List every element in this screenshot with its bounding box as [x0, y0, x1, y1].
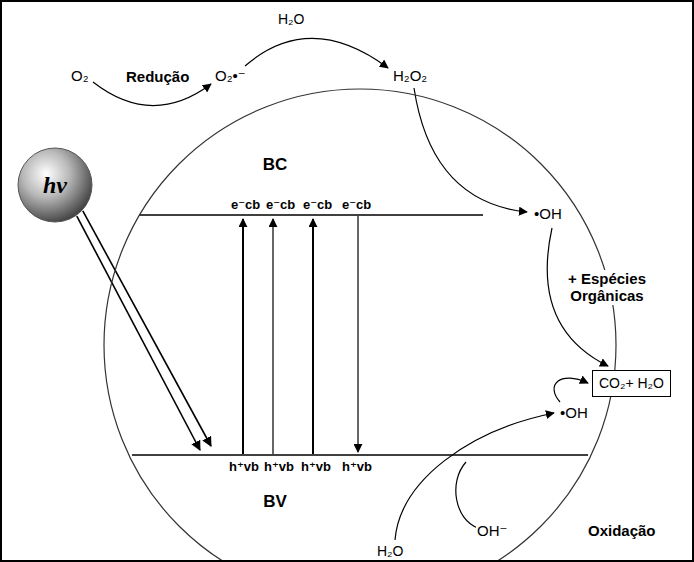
- recombination-arrow: [357, 216, 358, 452]
- band-label: BC: [263, 155, 288, 175]
- species-label: H₂O₂: [392, 67, 428, 84]
- light-arrow: [77, 216, 200, 450]
- product-label: CO₂+ H₂O: [599, 375, 664, 392]
- photon-label: hν: [43, 172, 67, 199]
- hole-label: h⁺vb: [300, 460, 332, 475]
- species-label: O₂: [70, 67, 90, 84]
- electron-label: e⁻cb: [230, 198, 261, 213]
- reactant-label: + Espécies Orgânicas: [558, 270, 656, 305]
- electron-label: e⁻cb: [265, 198, 296, 213]
- hole-label: h⁺vb: [263, 460, 295, 475]
- reaction-arrow: [395, 413, 554, 540]
- excitation-arrow: [312, 219, 314, 454]
- excitation-arrow: [272, 219, 273, 454]
- hole-label: h⁺vb: [228, 460, 260, 475]
- particle-outline: [103, 88, 617, 562]
- semiconductor-particle: BC BV: [103, 88, 617, 562]
- photon-sphere: hν: [17, 147, 93, 223]
- reaction-line: [456, 462, 478, 528]
- reaction-arrow: [554, 378, 588, 402]
- electron-label: e⁻cb: [302, 198, 333, 213]
- reaction-arrow: [93, 82, 211, 106]
- hole-label: h⁺vb: [341, 460, 373, 475]
- light-arrow: [83, 211, 211, 446]
- valence-band-line: [132, 454, 588, 456]
- reaction-arrow: [414, 88, 527, 212]
- conduction-band-line: [139, 214, 483, 216]
- process-label: Redução: [125, 68, 190, 85]
- species-label: H₂O: [277, 11, 305, 27]
- species-label: OH⁻: [476, 522, 508, 539]
- excitation-arrow: [242, 219, 244, 454]
- reaction-arrow: [245, 38, 388, 68]
- band-label: BV: [263, 492, 287, 512]
- species-label: H₂O: [376, 543, 404, 559]
- process-label: Oxidação: [587, 522, 657, 539]
- product-box: CO₂+ H₂O: [592, 370, 671, 397]
- electron-label: e⁻cb: [341, 198, 372, 213]
- radical-label: •OH: [559, 404, 589, 421]
- species-label: O₂•⁻: [214, 67, 247, 84]
- radical-label: •OH: [533, 205, 563, 222]
